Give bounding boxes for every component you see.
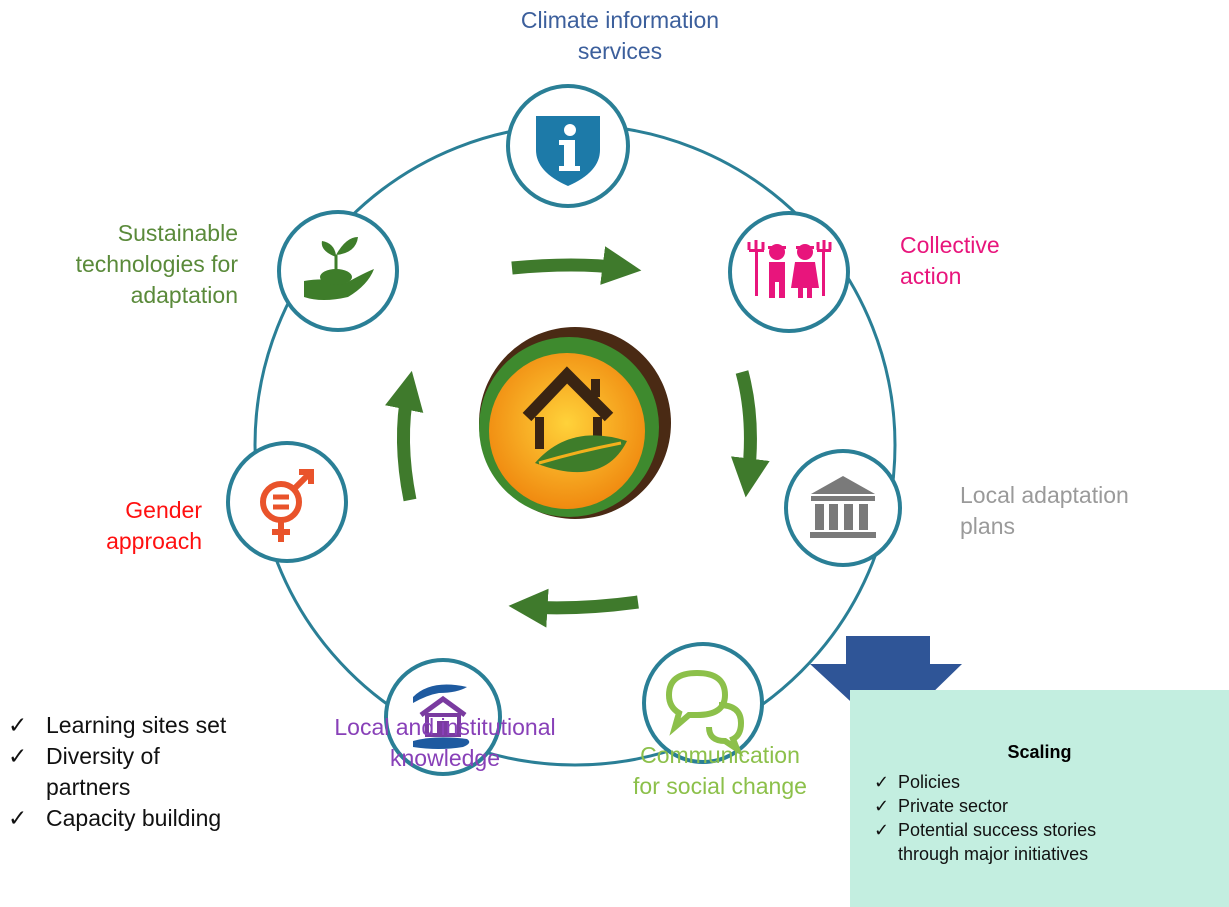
center-logo — [479, 327, 671, 519]
check-icon: ✓ — [8, 743, 28, 769]
check-icon: ✓ — [874, 772, 890, 792]
arrow-left — [385, 370, 424, 502]
label-collective-action: Collective action — [900, 232, 1000, 289]
node-circles — [226, 84, 902, 776]
list-item: ✓Capacity building — [8, 803, 226, 834]
label-gender-approach: Gender approach — [106, 497, 202, 554]
scaling-box: Scaling ✓Policies ✓Private sector ✓Poten… — [850, 690, 1229, 907]
gender-equality-icon — [260, 469, 314, 542]
scaling-list: ✓Policies ✓Private sector ✓Potential suc… — [874, 770, 1096, 866]
scaling-down-arrow — [810, 636, 962, 736]
label-climate-information-services: Climate information services — [520, 7, 720, 64]
node-communication — [642, 642, 764, 764]
check-icon: ✓ — [874, 796, 890, 816]
node-gender — [226, 441, 348, 563]
seedling-in-hand-icon — [304, 237, 374, 300]
label-local-adaptation-plans: Local adaptation plans — [960, 482, 1129, 539]
list-item: partners — [46, 774, 131, 800]
label-local-institutional-knowledge: Local and institutional knowledge — [334, 714, 556, 771]
label-communication-social-change: Communication for social change — [633, 742, 807, 799]
check-icon: ✓ — [8, 712, 28, 738]
speech-bubbles-icon — [665, 669, 745, 757]
arrow-bottom — [508, 588, 639, 628]
list-item: ✓Learning sites set — [8, 710, 226, 741]
arrow-right — [730, 370, 770, 498]
government-building-icon — [810, 476, 876, 538]
left-checklist: ✓Learning sites set ✓Diversity of partne… — [8, 710, 226, 834]
node-local-plans — [784, 449, 902, 567]
check-icon: ✓ — [8, 805, 28, 831]
info-shield-icon — [536, 116, 600, 186]
farmers-pitchfork-icon — [747, 240, 832, 298]
check-icon: ✓ — [874, 820, 890, 840]
cycle-arrows — [385, 246, 770, 628]
list-item: ✓Policies — [874, 772, 961, 792]
list-item: ✓Private sector — [874, 796, 1009, 816]
list-item: ✓Potential success stories — [874, 820, 1097, 840]
list-item: ✓Diversity of — [8, 741, 226, 772]
scaling-title: Scaling — [1007, 742, 1072, 762]
list-item: through major initiatives — [898, 844, 1089, 864]
arrow-top — [511, 246, 642, 285]
label-sustainable-technologies: Sustainable technologies for adaptation — [75, 220, 238, 308]
house-in-hands-icon — [413, 684, 470, 749]
node-collective — [728, 211, 850, 333]
